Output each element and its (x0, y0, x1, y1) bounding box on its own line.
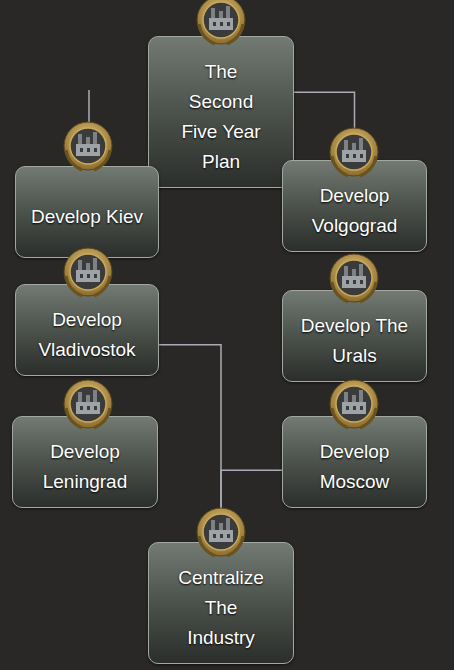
focus-title: Develop Moscow (295, 437, 415, 497)
focus-title: Develop Vladivostok (27, 305, 147, 365)
focus-box: Develop Vladivostok (15, 284, 159, 376)
prerequisite-line (221, 470, 282, 542)
stub-line (88, 90, 90, 124)
focus-title: Develop Volgograd (295, 181, 415, 241)
focus-title: Develop The Urals (295, 311, 415, 371)
focus-box: The Second Five Year Plan (148, 36, 294, 188)
prerequisite-line (159, 345, 221, 542)
focus-box: Develop Kiev (15, 166, 159, 258)
focus-box: Develop The Urals (282, 290, 427, 382)
focus-box: Develop Moscow (282, 416, 427, 508)
focus-title: Centralize The Industry (177, 563, 265, 653)
focus-icon (64, 122, 112, 170)
focus-box: Develop Volgograd (282, 160, 427, 252)
focus-title: Develop Kiev (31, 202, 143, 232)
focus-title: Develop Leningrad (25, 437, 145, 497)
focus-box: Develop Leningrad (12, 416, 158, 508)
prerequisite-line (294, 92, 355, 160)
focus-title: The Second Five Year Plan (177, 57, 265, 177)
focus-box: Centralize The Industry (148, 542, 294, 664)
